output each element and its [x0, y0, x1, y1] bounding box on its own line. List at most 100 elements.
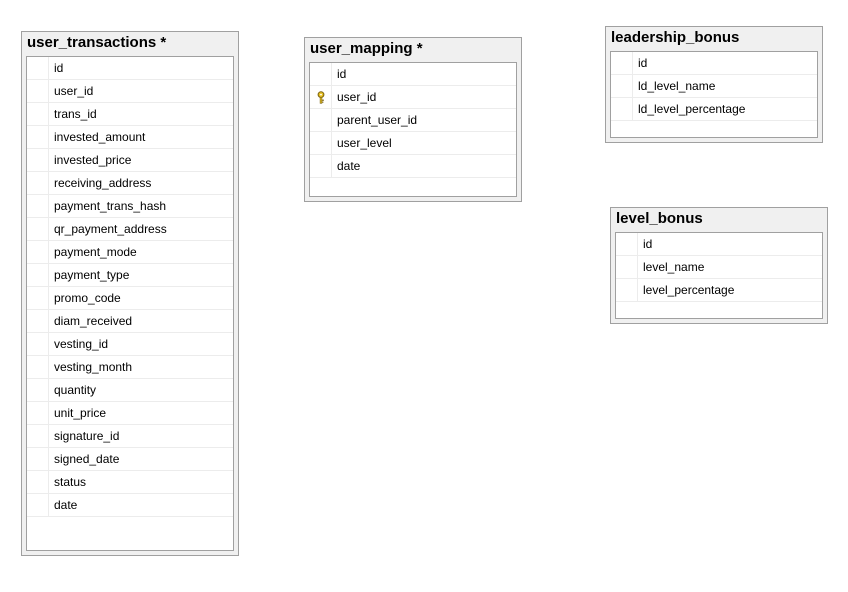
- row-selector[interactable]: [27, 195, 49, 217]
- column-name: unit_price: [54, 406, 107, 420]
- column-row[interactable]: payment_trans_hash: [27, 195, 233, 218]
- column-row[interactable]: id: [27, 57, 233, 80]
- column-grid: id ld_level_name ld_level_percentage: [610, 51, 818, 138]
- column-row[interactable]: level_name: [616, 256, 822, 279]
- key-icon: [317, 91, 325, 104]
- column-name: date: [54, 498, 78, 512]
- column-row[interactable]: unit_price: [27, 402, 233, 425]
- column-name: vesting_id: [54, 337, 109, 351]
- row-selector[interactable]: [27, 448, 49, 470]
- table-title[interactable]: user_mapping *: [310, 40, 423, 57]
- row-selector[interactable]: [310, 155, 332, 177]
- table-user-mapping[interactable]: user_mapping * id user_id parent_user_id…: [304, 37, 522, 202]
- column-row[interactable]: signed_date: [27, 448, 233, 471]
- row-selector[interactable]: [27, 264, 49, 286]
- column-grid: id user_id trans_id invested_amount inve…: [26, 56, 234, 551]
- column-name: signed_date: [54, 452, 120, 466]
- row-selector[interactable]: [616, 233, 638, 255]
- column-name: invested_amount: [54, 130, 146, 144]
- row-selector[interactable]: [27, 218, 49, 240]
- column-name: level_name: [643, 260, 705, 274]
- row-selector[interactable]: [27, 379, 49, 401]
- column-row[interactable]: id: [611, 52, 817, 75]
- column-row[interactable]: parent_user_id: [310, 109, 516, 132]
- table-leadership-bonus[interactable]: leadership_bonus id ld_level_name ld_lev…: [605, 26, 823, 143]
- column-row[interactable]: promo_code: [27, 287, 233, 310]
- row-selector[interactable]: [27, 80, 49, 102]
- column-grid: id level_name level_percentage: [615, 232, 823, 319]
- column-name: user_id: [337, 90, 377, 104]
- column-row[interactable]: date: [310, 155, 516, 178]
- column-name: receiving_address: [54, 176, 152, 190]
- row-selector[interactable]: [310, 86, 332, 108]
- column-name: promo_code: [54, 291, 121, 305]
- row-selector[interactable]: [310, 63, 332, 85]
- column-row[interactable]: quantity: [27, 379, 233, 402]
- column-name: signature_id: [54, 429, 120, 443]
- column-row[interactable]: payment_type: [27, 264, 233, 287]
- column-row[interactable]: status: [27, 471, 233, 494]
- row-selector[interactable]: [27, 310, 49, 332]
- row-selector[interactable]: [27, 172, 49, 194]
- row-selector[interactable]: [27, 149, 49, 171]
- column-name: id: [337, 67, 347, 81]
- column-row[interactable]: payment_mode: [27, 241, 233, 264]
- row-selector[interactable]: [27, 356, 49, 378]
- row-selector[interactable]: [27, 425, 49, 447]
- column-name: ld_level_name: [638, 79, 716, 93]
- row-selector[interactable]: [310, 132, 332, 154]
- row-selector[interactable]: [27, 333, 49, 355]
- column-row[interactable]: vesting_id: [27, 333, 233, 356]
- column-row[interactable]: diam_received: [27, 310, 233, 333]
- column-row[interactable]: date: [27, 494, 233, 517]
- row-selector[interactable]: [310, 109, 332, 131]
- column-row[interactable]: ld_level_name: [611, 75, 817, 98]
- row-selector[interactable]: [27, 57, 49, 79]
- column-name: payment_trans_hash: [54, 199, 167, 213]
- table-title[interactable]: leadership_bonus: [611, 29, 740, 46]
- column-row[interactable]: invested_price: [27, 149, 233, 172]
- column-name: invested_price: [54, 153, 132, 167]
- row-selector[interactable]: [27, 287, 49, 309]
- column-name: ld_level_percentage: [638, 102, 746, 116]
- column-name: qr_payment_address: [54, 222, 167, 236]
- row-selector[interactable]: [611, 75, 633, 97]
- table-level-bonus[interactable]: level_bonus id level_name level_percenta…: [610, 207, 828, 324]
- row-selector[interactable]: [27, 471, 49, 493]
- row-selector[interactable]: [611, 52, 633, 74]
- column-row[interactable]: invested_amount: [27, 126, 233, 149]
- column-name: id: [638, 56, 648, 70]
- row-selector[interactable]: [27, 402, 49, 424]
- column-row[interactable]: signature_id: [27, 425, 233, 448]
- column-grid: id user_id parent_user_id user_level dat…: [309, 62, 517, 197]
- table-title[interactable]: level_bonus: [616, 210, 703, 227]
- row-selector[interactable]: [611, 98, 633, 120]
- column-row[interactable]: user_id: [310, 86, 516, 109]
- column-row[interactable]: user_id: [27, 80, 233, 103]
- column-row[interactable]: level_percentage: [616, 279, 822, 302]
- column-row[interactable]: user_level: [310, 132, 516, 155]
- column-row[interactable]: vesting_month: [27, 356, 233, 379]
- column-row[interactable]: id: [310, 63, 516, 86]
- table-title[interactable]: user_transactions *: [27, 34, 167, 51]
- column-row[interactable]: trans_id: [27, 103, 233, 126]
- column-row[interactable]: id: [616, 233, 822, 256]
- row-selector[interactable]: [27, 103, 49, 125]
- column-row[interactable]: qr_payment_address: [27, 218, 233, 241]
- row-selector[interactable]: [616, 279, 638, 301]
- row-selector[interactable]: [27, 241, 49, 263]
- row-selector[interactable]: [27, 126, 49, 148]
- column-name: vesting_month: [54, 360, 133, 374]
- column-name: parent_user_id: [337, 113, 418, 127]
- row-selector[interactable]: [616, 256, 638, 278]
- column-name: id: [54, 61, 64, 75]
- column-name: status: [54, 475, 87, 489]
- column-row[interactable]: ld_level_percentage: [611, 98, 817, 121]
- column-name: quantity: [54, 383, 97, 397]
- column-name: payment_mode: [54, 245, 137, 259]
- table-user-transactions[interactable]: user_transactions * id user_id trans_id …: [21, 31, 239, 556]
- column-name: diam_received: [54, 314, 133, 328]
- row-selector[interactable]: [27, 494, 49, 516]
- column-name: id: [643, 237, 653, 251]
- column-row[interactable]: receiving_address: [27, 172, 233, 195]
